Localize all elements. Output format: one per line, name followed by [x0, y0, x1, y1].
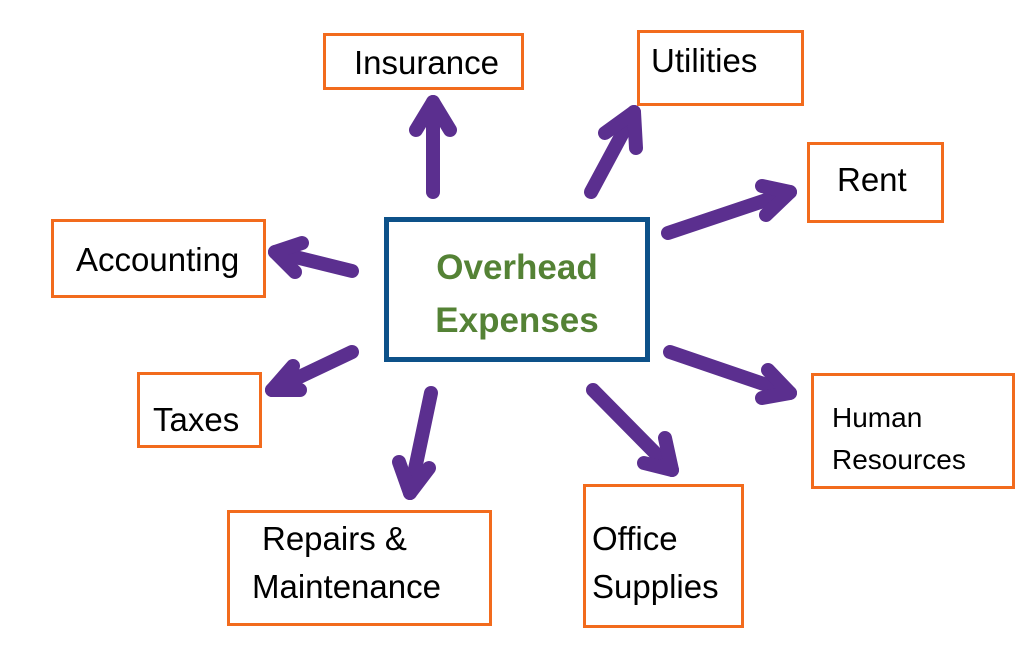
repairs-maintenance-node: Repairs & Maintenance [227, 510, 492, 626]
center-title-line1: Overhead [436, 248, 598, 287]
human-resources-label-line2: Resources [832, 444, 966, 475]
center-title-line2: Expenses [435, 300, 599, 340]
repairs-label-line2: Maintenance [252, 568, 441, 605]
office-supplies-label-line2: Supplies [592, 568, 719, 605]
arrow-to-accounting [268, 236, 359, 279]
insurance-node: Insurance [323, 33, 524, 90]
office-supplies-node: Office Supplies [583, 484, 744, 628]
repairs-label-line1: Repairs & [262, 520, 407, 557]
arrow-to-repairs [392, 386, 438, 500]
rent-node: Rent [807, 142, 944, 223]
arrow-to-utilities [584, 105, 643, 199]
arrow-to-human-resources [663, 345, 797, 405]
accounting-node: Accounting [51, 219, 266, 298]
human-resources-label-line1: Human [832, 402, 923, 433]
utilities-label: Utilities [651, 42, 758, 79]
insurance-label: Insurance [354, 44, 499, 81]
arrow-to-rent [661, 179, 797, 240]
arrow-to-insurance [409, 95, 457, 199]
arrow-to-office-supplies [586, 383, 679, 477]
taxes-label: Taxes [153, 401, 240, 438]
arrow-to-taxes [265, 345, 359, 397]
accounting-label: Accounting [76, 241, 240, 278]
rent-label: Rent [837, 161, 907, 198]
taxes-node: Taxes [137, 372, 262, 448]
office-supplies-label-line1: Office [592, 520, 678, 557]
overhead-expenses-node: Overhead Expenses [384, 217, 650, 362]
utilities-node: Utilities [637, 30, 804, 106]
human-resources-node: Human Resources [811, 373, 1015, 489]
